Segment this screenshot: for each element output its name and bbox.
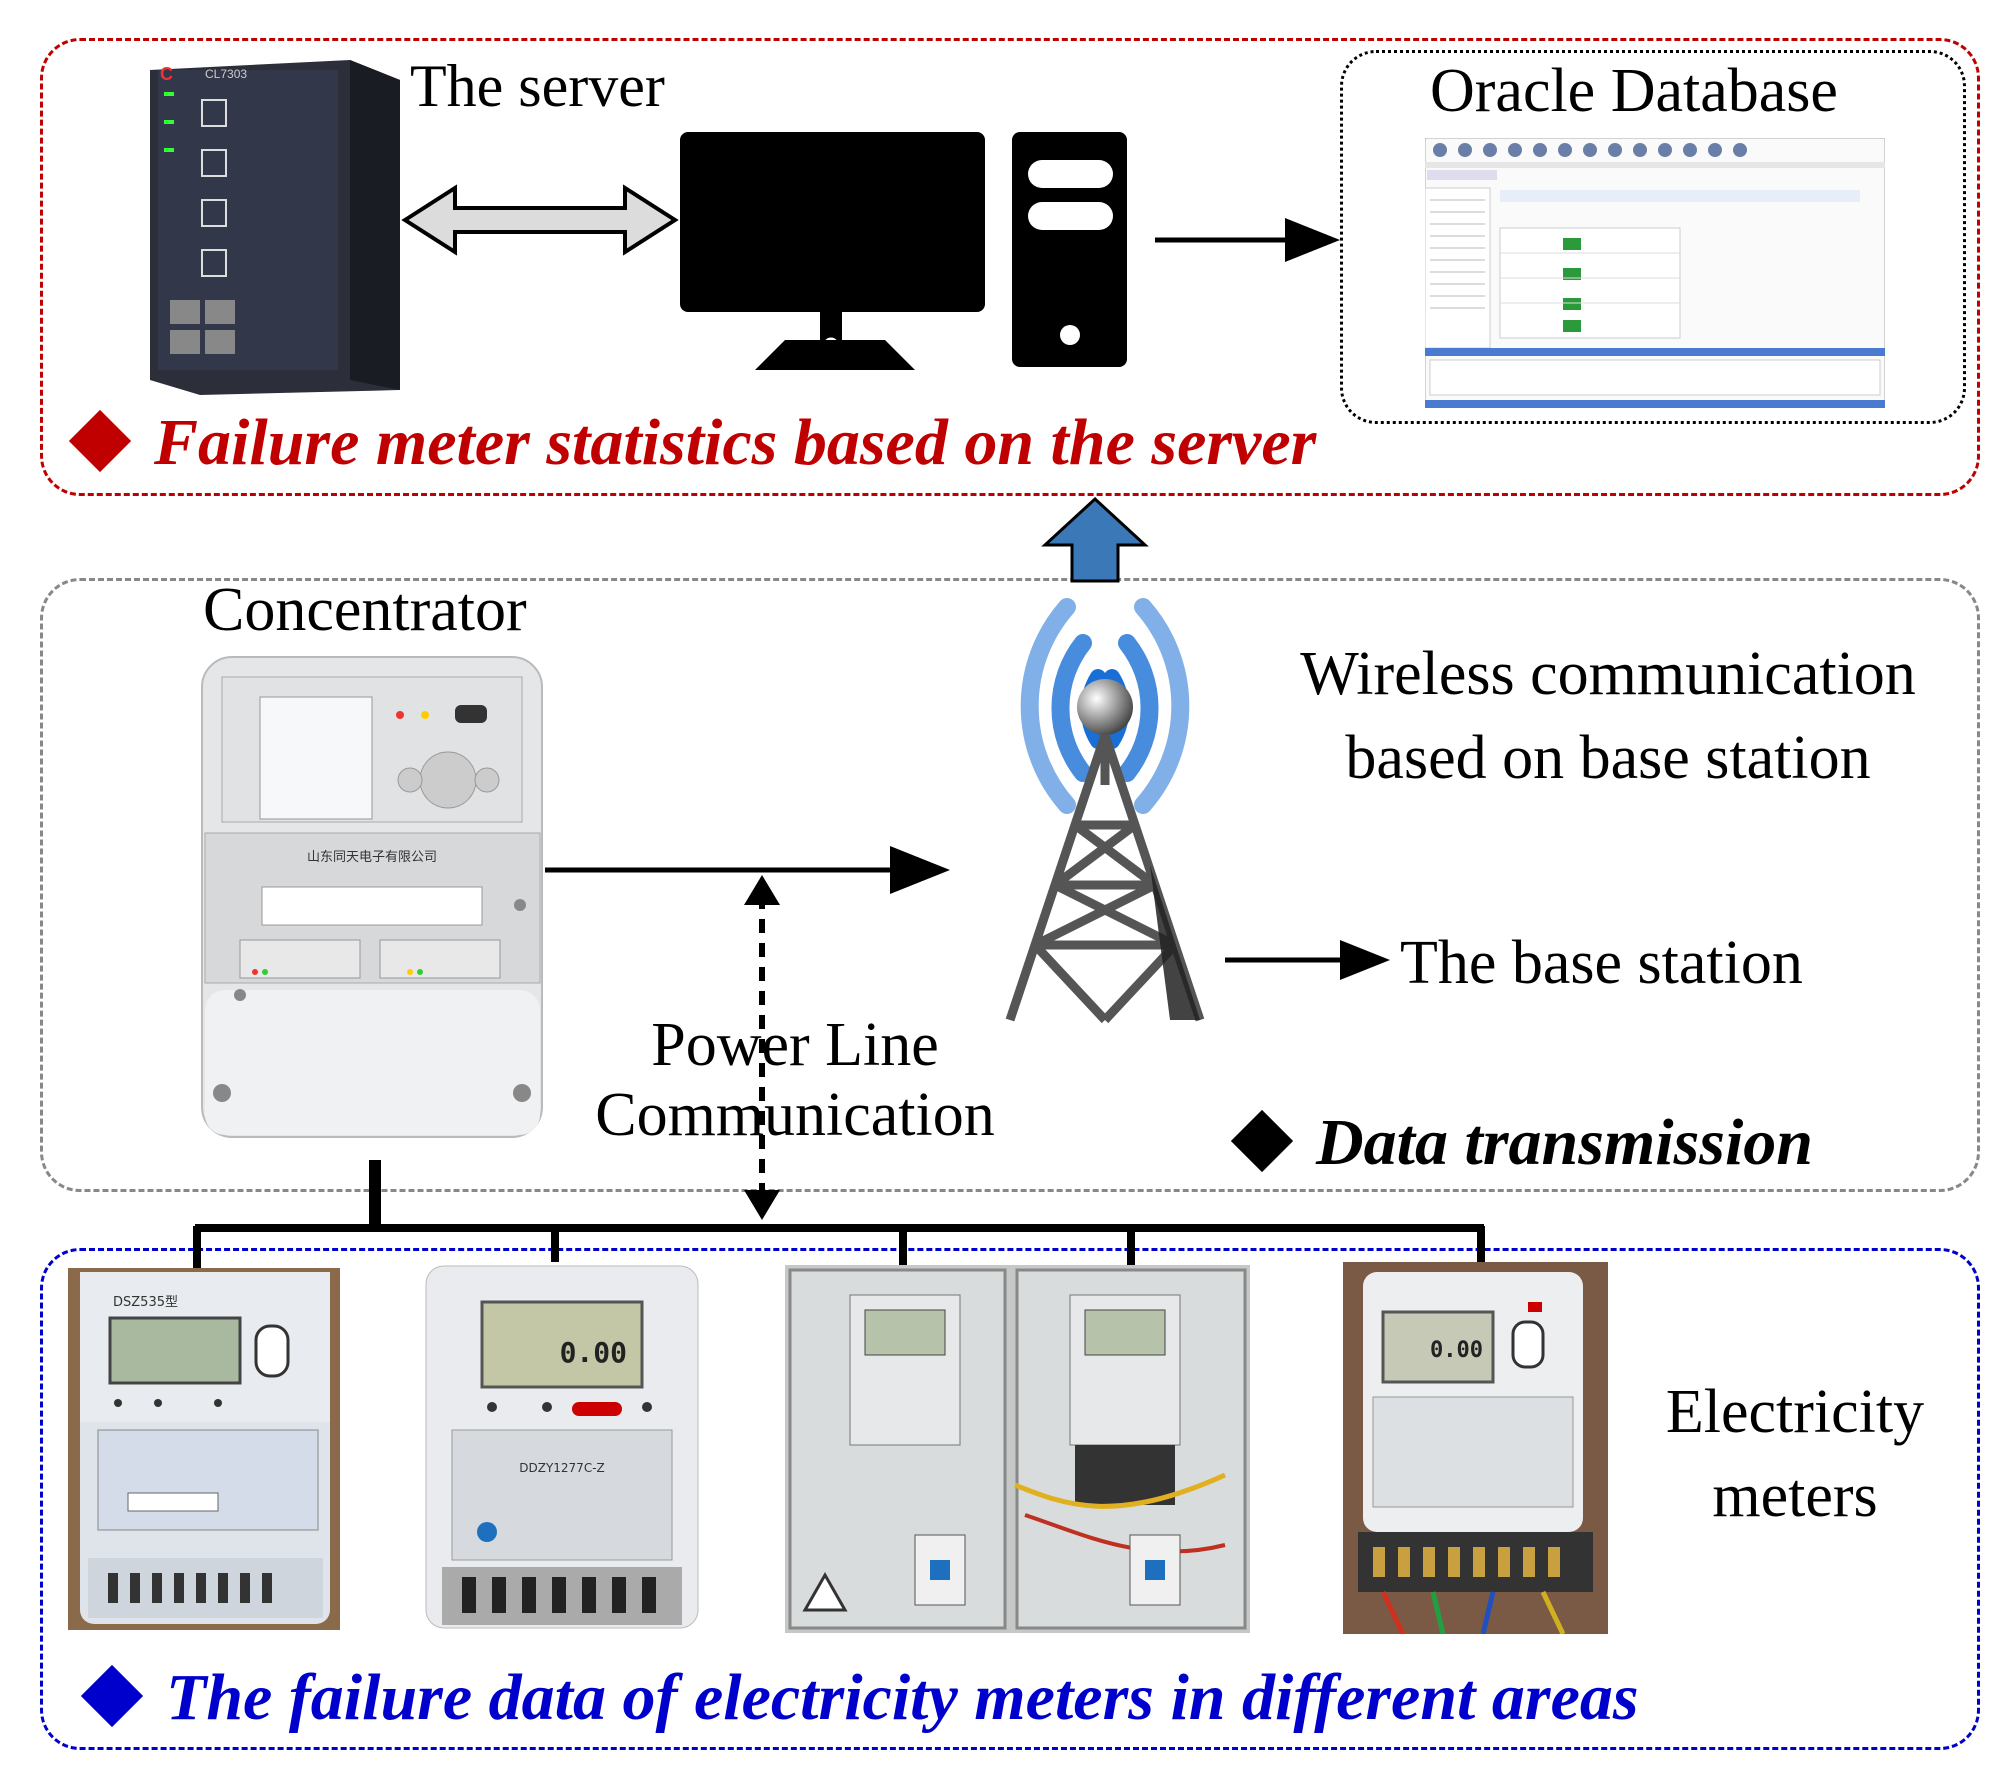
wireless-label-line1: Wireless communication bbox=[1300, 640, 1916, 708]
base-station-tower-icon bbox=[1005, 598, 1205, 1024]
concentrator-device: 山东同天电子有限公司 bbox=[201, 656, 543, 1138]
arrow-to-database-icon bbox=[1155, 218, 1340, 262]
svg-text:C: C bbox=[160, 64, 173, 84]
meters-label-line2: meters bbox=[1712, 1462, 1878, 1530]
wireless-label-line2: based on base station bbox=[1345, 724, 1871, 792]
meter-2-reading: 0.00 bbox=[560, 1336, 627, 1369]
plc-label: Power Line Communication bbox=[545, 1010, 1045, 1150]
concentrator-company-label: 山东同天电子有限公司 bbox=[307, 850, 437, 865]
server-section-box bbox=[40, 38, 1980, 496]
oracle-database-box bbox=[1340, 50, 1966, 424]
meters-label-line1: Electricity bbox=[1665, 1378, 1925, 1446]
meter-5-reading: 0.00 bbox=[1430, 1338, 1483, 1363]
plc-label-line2: Communication bbox=[595, 1081, 995, 1149]
server-section-title-text: Failure meter statistics based on the se… bbox=[154, 406, 1317, 479]
pc-tower-icon bbox=[1012, 132, 1127, 367]
base-station-label: The base station bbox=[1400, 929, 1803, 997]
meters-section-title-text: The failure data of electricity meters i… bbox=[166, 1661, 1639, 1734]
concentrator-label: Concentrator bbox=[203, 576, 527, 644]
wireless-label: Wireless communication based on base sta… bbox=[1258, 632, 1958, 800]
transmission-section-box bbox=[40, 578, 1980, 1192]
database-label: Oracle Database bbox=[1430, 57, 1838, 125]
meters-section-box bbox=[40, 1248, 1980, 1750]
meters-section-title: The failure data of electricity meters i… bbox=[80, 1660, 1639, 1736]
server-hardware-icon: C CL7303 bbox=[150, 60, 400, 395]
server-label: The server bbox=[410, 53, 665, 119]
electricity-meter-5: 0.00 bbox=[1343, 1262, 1608, 1634]
server-section-title: Failure meter statistics based on the se… bbox=[68, 405, 1317, 481]
meters-label: Electricity meters bbox=[1620, 1370, 1970, 1538]
meter-1-model: DSZ535型 bbox=[113, 1295, 178, 1310]
up-arrow-icon bbox=[1041, 496, 1149, 583]
electricity-meter-cabinet bbox=[785, 1265, 1250, 1633]
arrow-to-tower-icon bbox=[545, 846, 950, 894]
double-arrow-icon bbox=[401, 184, 679, 256]
database-screenshot bbox=[1425, 138, 1885, 408]
electricity-meter-2: 0.00 DDZY1277C-Z bbox=[422, 1262, 702, 1632]
arrow-to-base-station-label-icon bbox=[1225, 940, 1390, 980]
diamond-icon bbox=[80, 1664, 144, 1727]
plc-label-line1: Power Line bbox=[651, 1011, 939, 1079]
electricity-meter-1: DSZ535型 bbox=[68, 1268, 340, 1630]
monitor-icon bbox=[680, 132, 985, 370]
meter-2-model: DDZY1277C-Z bbox=[519, 1461, 605, 1475]
transmission-section-title-text: Data transmission bbox=[1316, 1106, 1813, 1179]
transmission-section-title: Data transmission bbox=[1230, 1105, 1813, 1181]
server-brand-label: CL7303 bbox=[205, 67, 247, 81]
